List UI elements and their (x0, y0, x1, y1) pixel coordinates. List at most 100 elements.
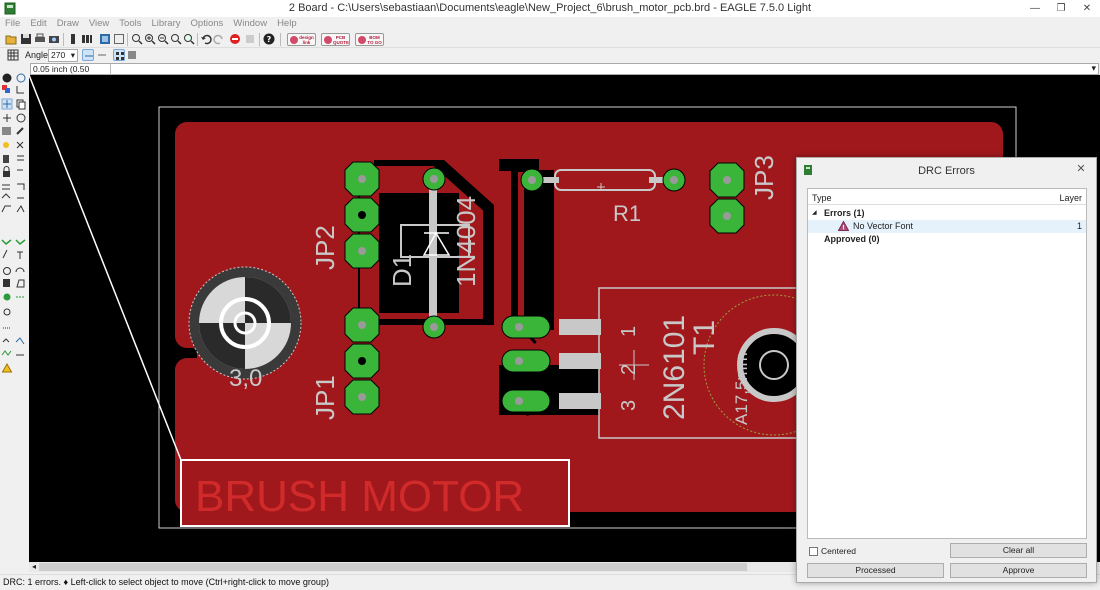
menu-window[interactable]: Window (233, 18, 268, 29)
list-header: Type Layer (808, 189, 1086, 205)
warning-icon (1, 362, 13, 373)
ratio-icon[interactable] (113, 49, 125, 61)
error-description: No Vector Font (853, 221, 914, 231)
r1-label: R1 (613, 201, 641, 226)
pcb-quote-button[interactable]: PCB QUOTE (321, 33, 350, 46)
chevron-down-icon[interactable]: ▾ (1091, 63, 1096, 73)
close-button[interactable]: ✕ (1074, 0, 1100, 17)
approved-group-row[interactable]: Approved (0) (824, 234, 880, 244)
menu-bar: File Edit Draw View Tools Library Option… (0, 17, 1100, 31)
toolbar-separator (63, 33, 64, 46)
brush-motor-text: BRUSH MOTOR (195, 472, 524, 521)
design-link-button[interactable]: design link (287, 33, 316, 46)
jp2-label: JP2 (310, 225, 340, 270)
minimize-button[interactable]: — (1030, 3, 1040, 14)
scroll-left-icon[interactable]: ◂ (31, 562, 36, 571)
menu-view[interactable]: View (88, 18, 110, 29)
undo-icon[interactable] (200, 33, 212, 45)
print-icon[interactable] (34, 33, 46, 45)
zoom-fit-icon[interactable] (131, 33, 143, 45)
list-item[interactable]: ! No Vector Font 1 (808, 220, 1086, 233)
column-layer[interactable]: Layer (1059, 193, 1082, 203)
toolbar-separator (127, 33, 128, 46)
value-icon (2, 184, 10, 190)
menu-file[interactable]: File (5, 18, 21, 29)
bom-icon (358, 36, 366, 44)
name-icon (17, 183, 25, 190)
grid-icon[interactable] (7, 49, 19, 61)
angle-select[interactable]: 270 ▾ (48, 49, 78, 62)
menu-draw[interactable]: Draw (56, 18, 79, 29)
eagle-app-icon (4, 2, 16, 15)
save-icon[interactable] (20, 33, 32, 45)
go-icon[interactable] (244, 33, 256, 45)
auto-icon (15, 337, 25, 345)
mark-icon (16, 86, 24, 94)
errors-icon (1, 350, 12, 356)
bom-button[interactable]: BOM TO GO (355, 33, 384, 46)
info-icon (2, 73, 12, 83)
isolation-region (499, 159, 539, 171)
mirror-on-icon[interactable] (96, 49, 108, 61)
drc-error-list[interactable]: Type Layer ◢ Errors (1) ! No Vector Font… (807, 188, 1087, 539)
approve-button[interactable]: Approve (950, 563, 1087, 578)
processed-button[interactable]: Processed (807, 563, 944, 578)
angle-label: Angle: (25, 50, 51, 60)
show-icon (16, 73, 26, 83)
scrollbar-thumb[interactable] (39, 563, 747, 571)
status-text: DRC: 1 errors. ♦ Left-click to select ob… (3, 577, 329, 587)
menu-options[interactable]: Options (190, 18, 224, 29)
design-link-icon (290, 36, 298, 44)
stop-icon[interactable] (229, 33, 241, 45)
circle-icon (3, 267, 11, 275)
spin-icon[interactable] (126, 49, 138, 61)
hole-icon (3, 308, 11, 316)
split-icon (1, 193, 11, 199)
board-icon[interactable] (99, 33, 111, 45)
mirror-off-icon[interactable] (82, 49, 94, 61)
svg-text:?: ? (267, 35, 272, 44)
horizontal-scrollbar[interactable]: ◂ (29, 562, 801, 572)
delete-icon (16, 141, 24, 149)
zoom-select-icon[interactable] (183, 33, 195, 45)
tree-expand-icon[interactable]: ◢ (812, 210, 817, 216)
close-icon[interactable]: ✕ (1076, 163, 1086, 175)
open-icon[interactable] (5, 33, 17, 45)
ratsnest-icon (15, 239, 26, 246)
selection-rubberband-line (29, 75, 182, 461)
jp2-pads (344, 161, 380, 269)
ulp-icon[interactable] (67, 33, 79, 45)
menu-library[interactable]: Library (151, 18, 181, 29)
menu-help[interactable]: Help (277, 18, 297, 29)
menu-tools[interactable]: Tools (119, 18, 142, 29)
toolbar-separator (197, 33, 198, 46)
help-icon[interactable]: ? (263, 33, 275, 45)
command-line-input[interactable]: 0.05 inch (0.50 1.45) ▾ (30, 63, 1099, 85)
script-icon[interactable] (81, 33, 93, 45)
menu-edit[interactable]: Edit (30, 18, 47, 29)
redo-icon[interactable] (213, 33, 225, 45)
maximize-button[interactable]: ❐ (1056, 3, 1066, 14)
parameter-toolbar: Angle: 270 ▾ (0, 48, 1100, 63)
cam-icon[interactable] (48, 33, 60, 45)
brush-text-box (180, 459, 570, 527)
group-icon (2, 127, 11, 135)
clear-all-button[interactable]: Clear all (950, 543, 1087, 558)
centered-checkbox[interactable] (809, 547, 818, 556)
column-type[interactable]: Type (812, 193, 832, 203)
t1-pin-2: 2 (618, 364, 640, 375)
zoom-redraw-icon[interactable] (170, 33, 182, 45)
tool-palette-icons[interactable] (0, 72, 29, 382)
jp3-label: JP3 (749, 155, 779, 200)
drc-errors-dialog: DRC Errors ✕ Type Layer ◢ Errors (1) ! N… (796, 157, 1097, 583)
eagle-app-icon (804, 165, 812, 175)
jp1-pads (344, 307, 380, 415)
zoom-in-icon[interactable] (144, 33, 156, 45)
errors-group-row[interactable]: ◢ Errors (1) (812, 208, 865, 218)
drc-title-bar[interactable]: DRC Errors ✕ (797, 158, 1096, 185)
centered-label: Centered (821, 546, 856, 556)
schematic-icon[interactable] (113, 33, 125, 45)
zoom-out-icon[interactable] (157, 33, 169, 45)
rect-icon (3, 279, 10, 287)
drc-title: DRC Errors (918, 165, 975, 177)
